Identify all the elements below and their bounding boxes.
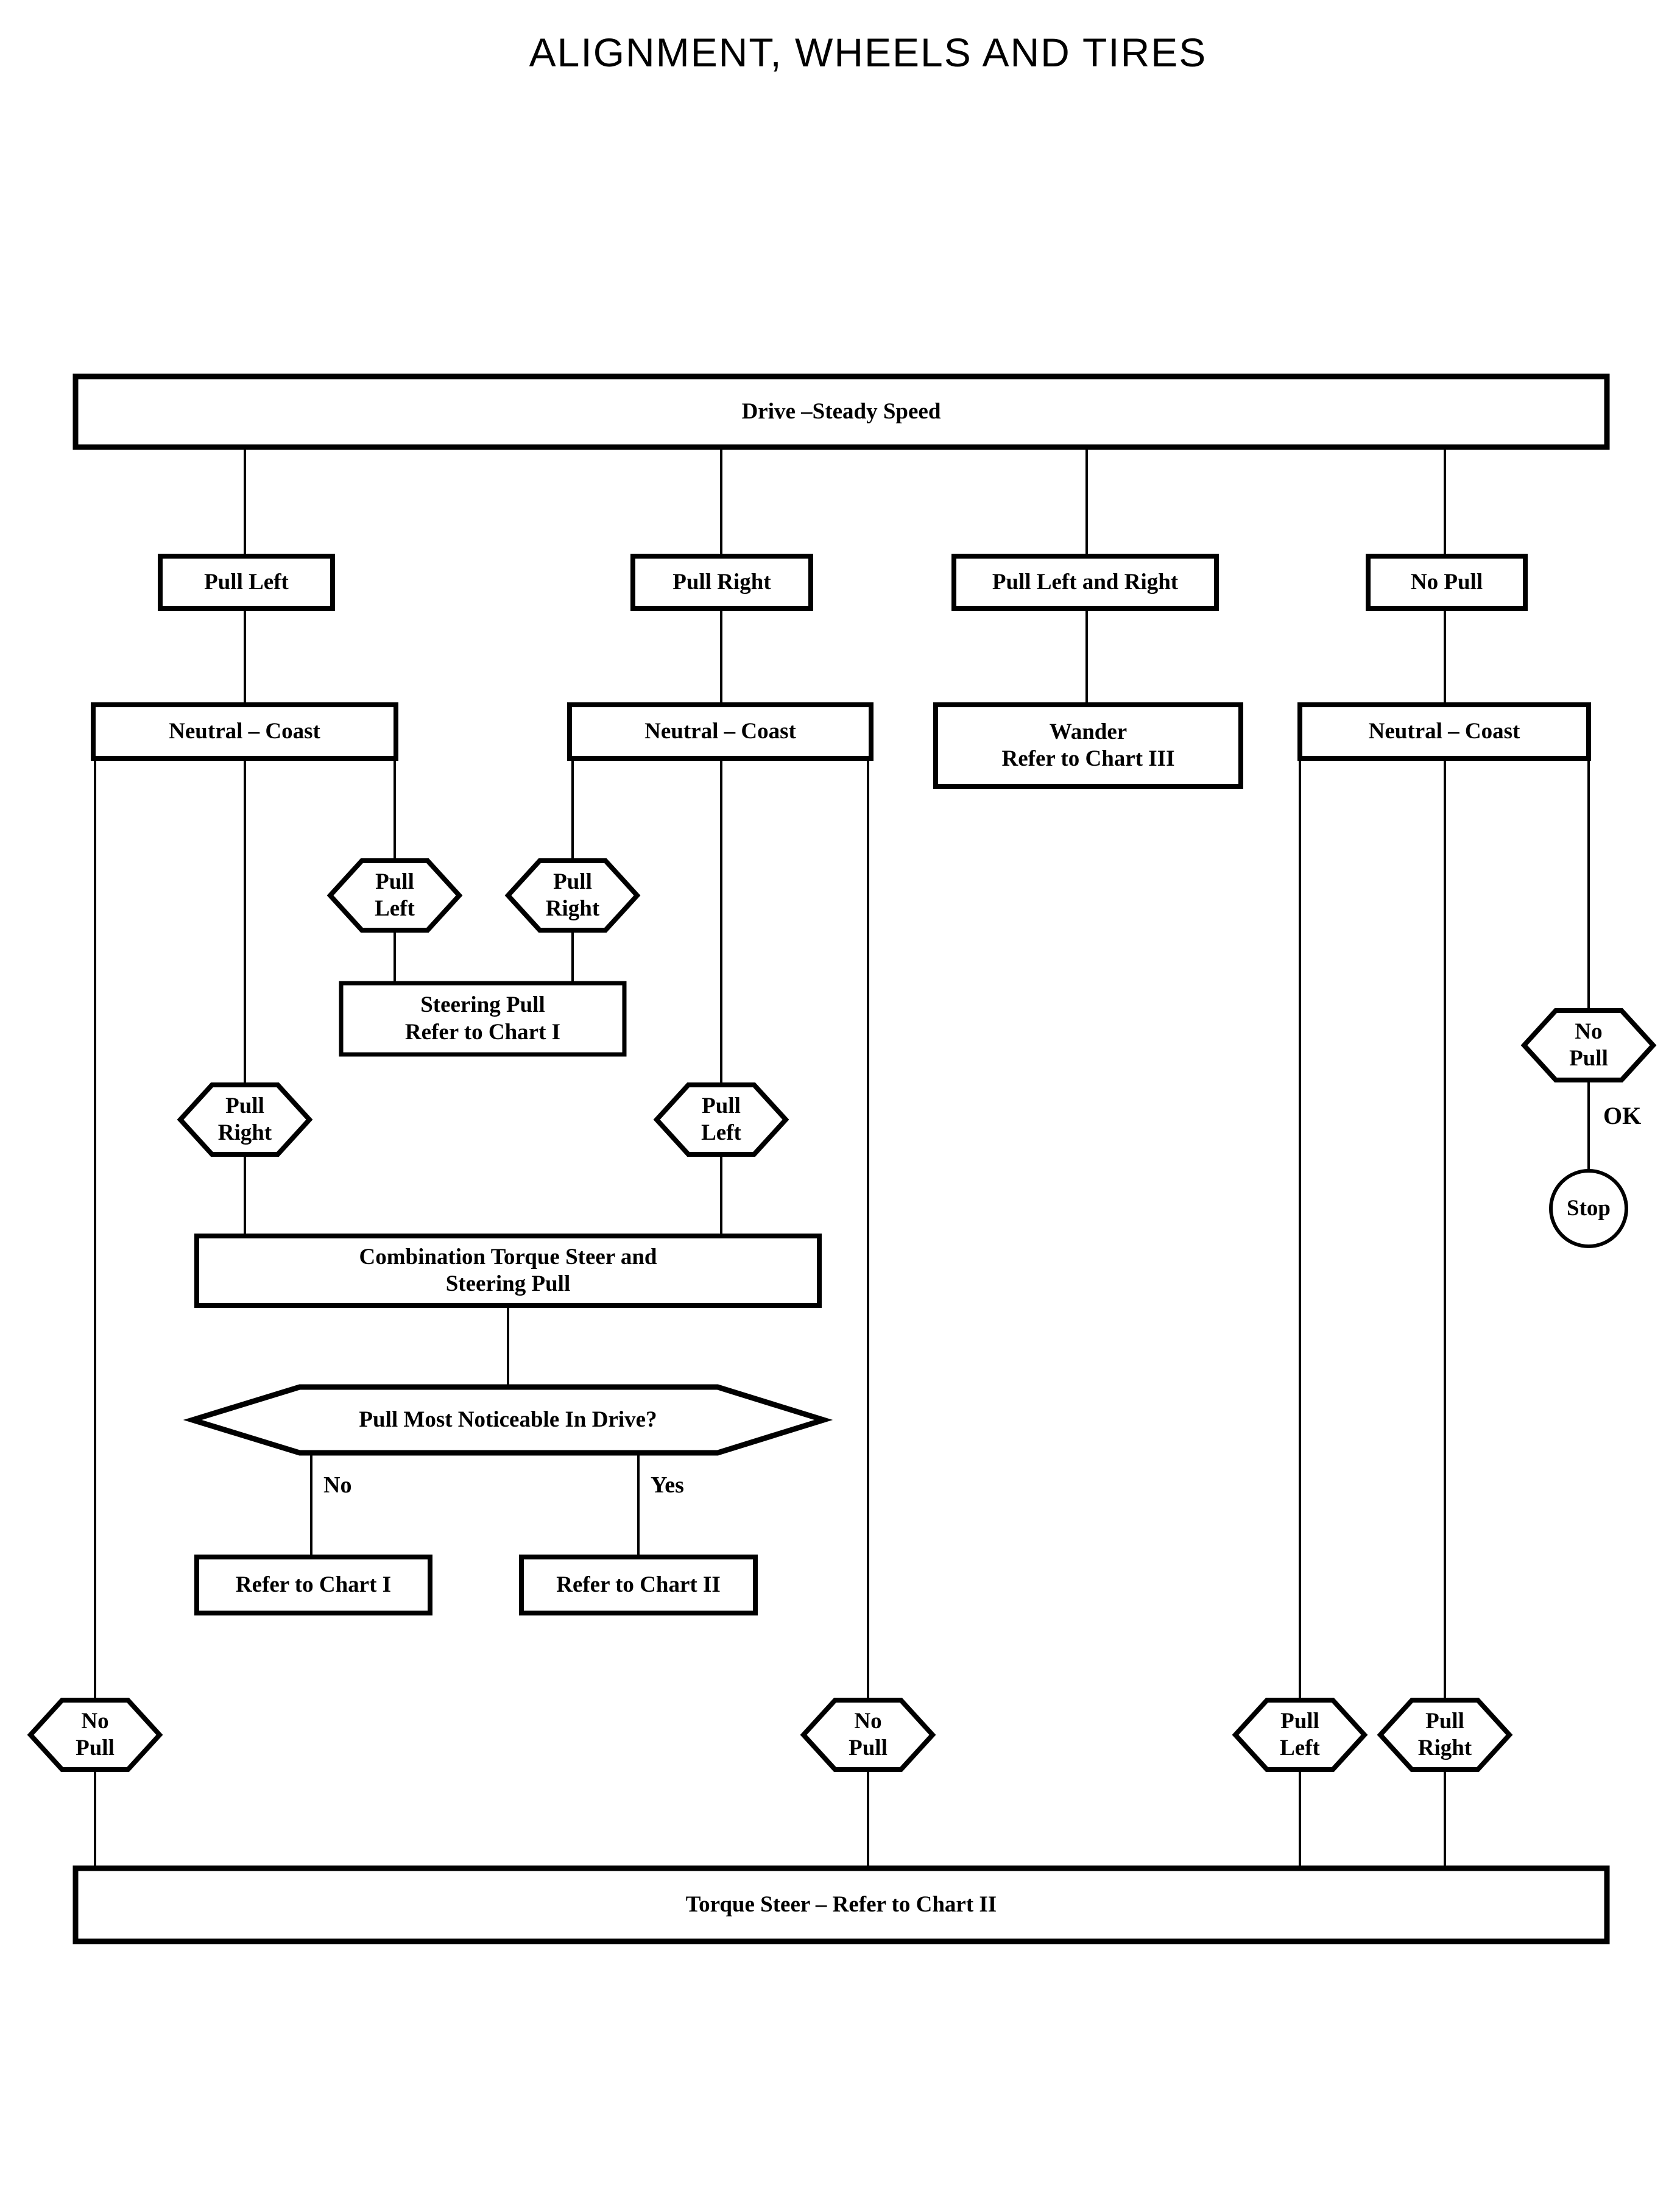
node-steering-pull: Steering Pull Refer to Chart I xyxy=(404,992,561,1045)
node-no-pull-bottom-mid: No Pull xyxy=(849,1708,888,1760)
node-no-pull-bottom-left: No Pull xyxy=(76,1708,115,1760)
shape-no-pull-box xyxy=(1366,554,1528,611)
edge-label-no: No xyxy=(323,1472,352,1498)
edge-label-yes: Yes xyxy=(651,1472,684,1498)
node-no-pull-right: No Pull xyxy=(1569,1019,1608,1071)
node-pull-right-bottom: Pull Right xyxy=(1417,1708,1472,1760)
shape-decision-hexagon xyxy=(183,1384,833,1456)
node-pull-left-and-right: Pull Left and Right xyxy=(992,569,1179,595)
node-hex-pull-left-top: Pull Left xyxy=(375,869,415,921)
node-decision: Pull Most Noticeable In Drive? xyxy=(359,1407,657,1432)
shape-drive-box xyxy=(72,373,1610,450)
shape-neutral-coast-2 xyxy=(567,702,874,761)
shape-neutral-coast-3 xyxy=(1297,702,1591,761)
shape-pull-right-box xyxy=(630,554,813,611)
shape-pull-left-and-right-box xyxy=(951,554,1219,611)
shape-hex-pull-right-bottom xyxy=(1377,1698,1513,1772)
edge-label-ok: OK xyxy=(1603,1102,1642,1129)
shape-refer-chart-1-box xyxy=(194,1555,432,1615)
node-pull-left-bottom: Pull Left xyxy=(1280,1708,1320,1760)
node-hex-pull-right-mid: Pull Right xyxy=(217,1093,272,1145)
node-refer-chart-2: Refer to Chart II xyxy=(556,1572,721,1597)
page-title: ALIGNMENT, WHEELS AND TIRES xyxy=(529,30,1207,75)
shape-hex-pull-left-bottom xyxy=(1232,1698,1368,1772)
shape-torque-steer-box xyxy=(72,1865,1610,1944)
shape-wander-box xyxy=(933,702,1243,789)
shape-refer-chart-2-box xyxy=(519,1555,758,1615)
shape-stop-circle xyxy=(1549,1169,1628,1248)
node-stop: Stop xyxy=(1567,1195,1611,1221)
node-drive-steady-speed: Drive –Steady Speed xyxy=(741,398,941,424)
shape-steering-pull-box xyxy=(339,981,627,1057)
node-wander: Wander Refer to Chart III xyxy=(1001,719,1175,771)
shape-hex-no-pull-right xyxy=(1520,1008,1657,1082)
node-refer-chart-1: Refer to Chart I xyxy=(235,1572,392,1597)
node-hex-pull-left-mid: Pull Left xyxy=(701,1093,741,1145)
node-neutral-coast-1: Neutral – Coast xyxy=(169,718,320,744)
shape-hex-pull-right-mid xyxy=(177,1082,313,1157)
node-shapes xyxy=(27,373,1657,1944)
shape-pull-left-box xyxy=(158,554,335,611)
node-neutral-coast-3: Neutral – Coast xyxy=(1368,718,1520,744)
node-pull-left: Pull Left xyxy=(204,569,289,595)
connector-lines xyxy=(94,445,1590,1888)
node-combination: Combination Torque Steer and Steering Pu… xyxy=(359,1244,657,1296)
node-hex-pull-right-top: Pull Right xyxy=(545,869,600,921)
node-pull-right: Pull Right xyxy=(672,569,771,595)
shape-hex-pull-left-mid xyxy=(653,1082,789,1157)
shape-neutral-coast-1 xyxy=(91,702,398,761)
shape-hex-no-pull-bottom-left xyxy=(27,1698,163,1772)
shape-combination-box xyxy=(194,1234,822,1308)
node-no-pull: No Pull xyxy=(1410,569,1483,595)
node-torque-steer: Torque Steer – Refer to Chart II xyxy=(685,1891,997,1917)
shape-hex-pull-left-top xyxy=(326,858,463,933)
node-neutral-coast-2: Neutral – Coast xyxy=(644,718,796,744)
shape-hex-no-pull-bottom-mid xyxy=(800,1698,936,1772)
shape-hex-pull-right-top xyxy=(504,858,641,933)
